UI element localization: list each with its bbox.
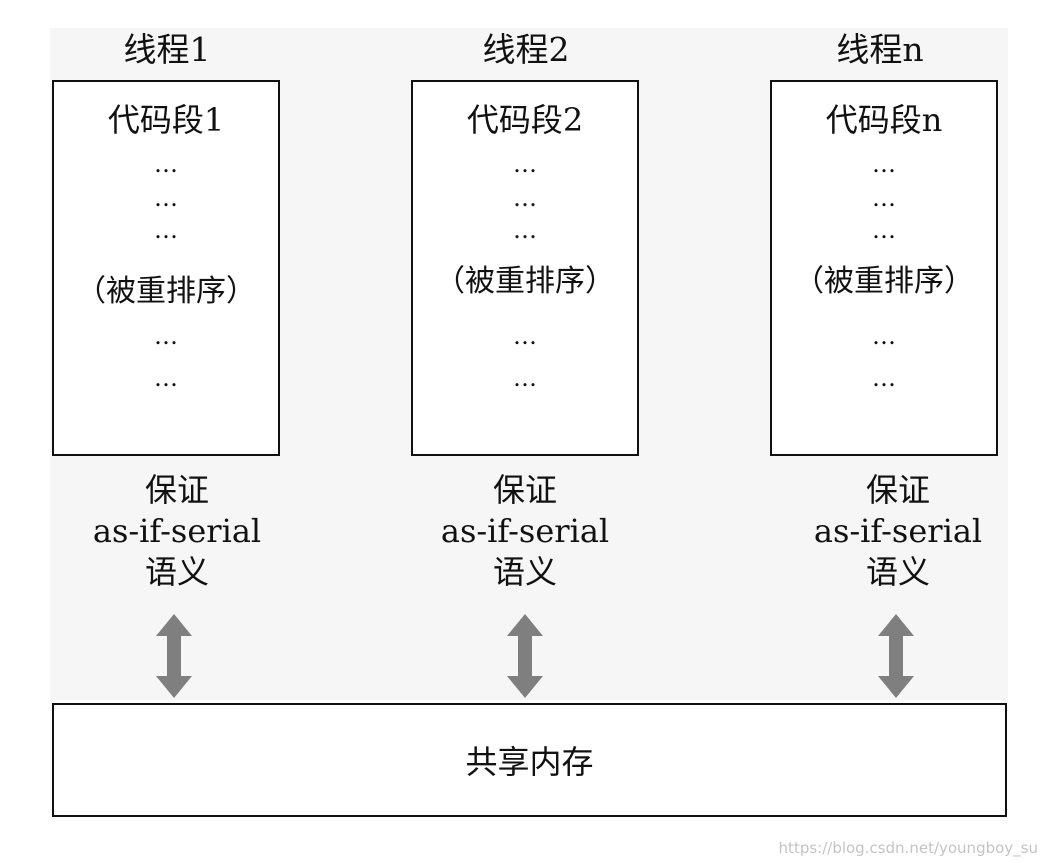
thread-2-reorder-label: （被重排序） [435, 264, 615, 299]
thread-n-reorder-label: （被重排序） [794, 264, 974, 299]
thread-1-guarantee: 保证 as-if-serial 语义 [57, 470, 297, 593]
thread-n-dots: … [872, 216, 896, 244]
guarantee-line: 语义 [144, 553, 209, 591]
thread-1-dots: … [154, 150, 178, 178]
thread-2-dots: … [513, 322, 537, 350]
thread-n-dots: … [872, 322, 896, 350]
thread-2-code-box: 代码段2 … … … （被重排序） … … [411, 80, 639, 456]
thread-n-title: 线程n [836, 30, 924, 69]
thread-n-dots: … [872, 184, 896, 212]
thread-n-bidirectional-arrow-icon [878, 614, 914, 698]
thread-2-dots: … [513, 150, 537, 178]
thread-n-dots: … [872, 150, 896, 178]
guarantee-line: as-if-serial [813, 512, 983, 550]
thread-1-dots: … [154, 216, 178, 244]
thread-2-bidirectional-arrow-icon [507, 614, 543, 698]
guarantee-line: 保证 [865, 471, 930, 509]
thread-2-dots: … [513, 184, 537, 212]
thread-1-reorder-label: （被重排序） [76, 274, 256, 309]
thread-2-title: 线程2 [482, 30, 570, 69]
thread-2-dots: … [513, 364, 537, 392]
thread-1-code-box: 代码段1 … … … （被重排序） … … [52, 80, 280, 456]
thread-1-dots: … [154, 364, 178, 392]
guarantee-line: as-if-serial [92, 512, 262, 550]
thread-n-guarantee: 保证 as-if-serial 语义 [778, 470, 1018, 593]
thread-1-title: 线程1 [123, 30, 211, 69]
thread-2-code-title: 代码段2 [466, 101, 584, 139]
shared-memory-box: 共享内存 [52, 703, 1007, 817]
thread-2-dots: … [513, 216, 537, 244]
thread-1-dots: … [154, 322, 178, 350]
guarantee-line: 语义 [865, 553, 930, 591]
guarantee-line: 保证 [144, 471, 209, 509]
shared-memory-label: 共享内存 [465, 743, 594, 781]
guarantee-line: 保证 [492, 471, 557, 509]
guarantee-line: as-if-serial [440, 512, 610, 550]
thread-1-dots: … [154, 184, 178, 212]
watermark: https://blog.csdn.net/youngboy_su [778, 839, 1038, 857]
thread-n-dots: … [872, 364, 896, 392]
thread-n-code-title: 代码段n [825, 101, 943, 139]
guarantee-line: 语义 [492, 553, 557, 591]
thread-n-code-box: 代码段n … … … （被重排序） … … [770, 80, 998, 456]
thread-1-bidirectional-arrow-icon [156, 614, 192, 698]
thread-2-guarantee: 保证 as-if-serial 语义 [405, 470, 645, 593]
thread-1-code-title: 代码段1 [107, 101, 225, 139]
